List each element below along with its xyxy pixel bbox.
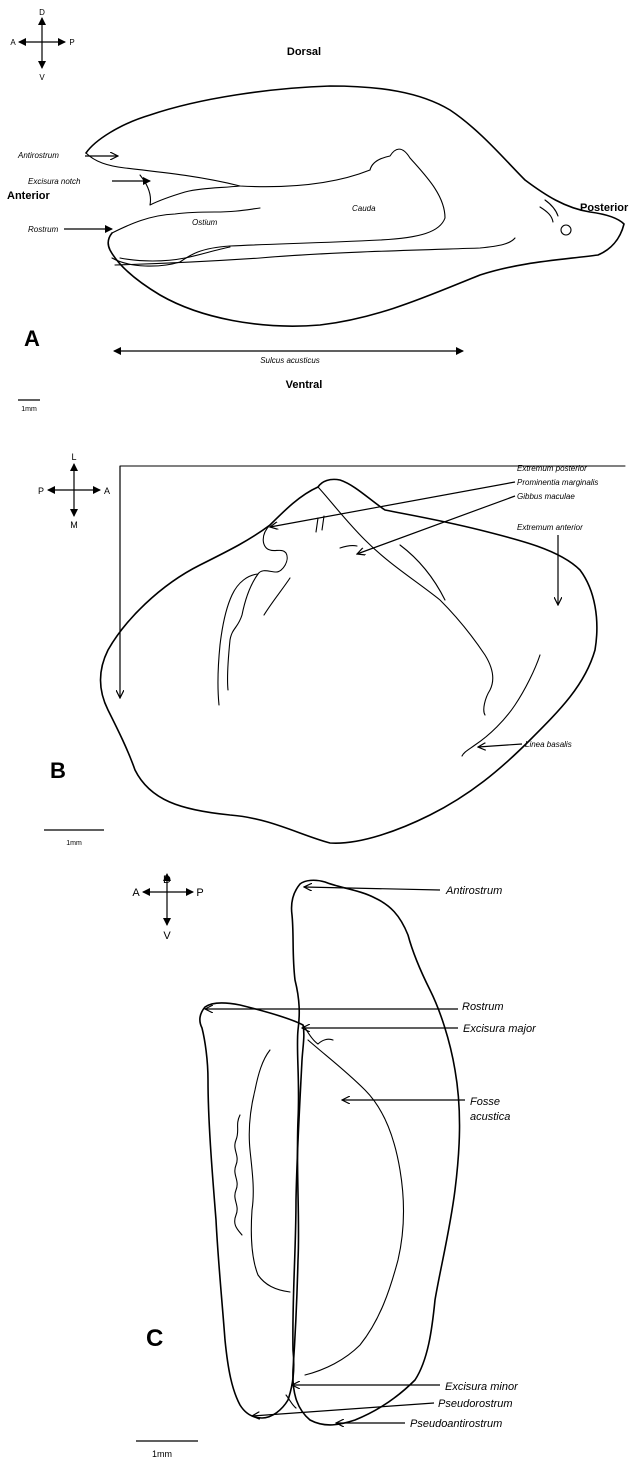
sulcus-label: Sulcus acusticus <box>260 356 320 365</box>
fosse-c-wavy <box>235 1115 242 1235</box>
compass-a: D V A P <box>10 8 74 82</box>
otolith-b-outline <box>101 479 597 843</box>
extremum-anterior-label: Extremum anterior <box>517 523 583 532</box>
ostium-label: Ostium <box>192 218 218 227</box>
excisura-major-label: Excisura major <box>463 1023 537 1035</box>
compass-a-left-label: A <box>10 38 16 47</box>
otolith-c-right-lobe <box>292 880 460 1425</box>
posterior-ridge <box>540 200 558 222</box>
prominentia-arrow <box>270 482 515 527</box>
pseudoantirostrum-label: Pseudoantirostrum <box>410 1418 502 1430</box>
sulcus-outline <box>112 149 445 266</box>
antirostrum-a-label: Antirostrum <box>17 151 59 160</box>
sulcus-b-right2 <box>400 545 445 600</box>
compass-b-down-label: M <box>70 520 78 530</box>
crista-line <box>112 208 260 233</box>
ventral-label: Ventral <box>286 379 323 391</box>
gibbus-mark <box>340 546 357 548</box>
anterior-label: Anterior <box>7 190 51 202</box>
gibbus-arrow <box>357 496 515 554</box>
scale-label-a: 1mm <box>21 406 37 413</box>
sulcus-b-left <box>228 525 288 690</box>
fosse-label-1: Fosse <box>470 1096 500 1108</box>
fosse-c-inner <box>249 1050 290 1292</box>
pseudorostrum-label: Pseudorostrum <box>438 1398 513 1410</box>
compass-a-down-label: V <box>39 73 45 82</box>
panel-a-letter: A <box>24 326 40 351</box>
excisura-minor-label: Excisura minor <box>445 1381 519 1393</box>
scale-label-b: 1mm <box>66 840 82 847</box>
panel-c: D V A P Antirostrum Rostrum Excisura maj… <box>132 874 537 1459</box>
prominentia-label: Prominentia marginalis <box>517 478 598 487</box>
sulcus-b-left3 <box>264 578 290 615</box>
gibbus-label: Gibbus maculae <box>517 492 575 501</box>
ventral-sulcus-line <box>115 238 515 265</box>
fosse-c-outline <box>305 1040 404 1375</box>
compass-c-left-label: A <box>132 887 140 899</box>
rostrum-a-label: Rostrum <box>28 225 59 234</box>
ostium-floor <box>120 247 230 261</box>
linea-basalis-label: Linea basalis <box>525 740 572 749</box>
panel-a: D V A P Dorsal Ventral Anterior Posterio… <box>7 8 629 413</box>
fosse-label-2: acustica <box>470 1111 510 1123</box>
compass-b: L M P A <box>38 452 110 530</box>
compass-c-down-label: V <box>163 930 171 942</box>
excisura-notch-label: Excisura notch <box>28 177 81 186</box>
panel-b: L M P A Extremum posterior Prominentia m… <box>38 452 625 847</box>
panel-b-letter: B <box>50 758 66 783</box>
linea-basalis-arrow <box>478 744 522 747</box>
posterior-pore <box>561 225 571 235</box>
compass-c-right-label: P <box>196 887 203 899</box>
panel-c-letter: C <box>146 1325 163 1352</box>
compass-b-left-label: P <box>38 486 44 496</box>
extremum-posterior-label: Extremum posterior <box>517 464 587 473</box>
dorsal-label: Dorsal <box>287 46 321 58</box>
compass-b-right-label: A <box>104 486 110 496</box>
antirostrum-c-arrow <box>304 887 440 890</box>
sulcus-b-left2 <box>218 574 258 705</box>
compass-b-up-label: L <box>71 452 76 462</box>
scale-label-c: 1mm <box>152 1449 172 1459</box>
compass-c-up-label: D <box>163 874 171 886</box>
rostrum-c-label: Rostrum <box>462 1001 504 1013</box>
antirostrum-c-label: Antirostrum <box>445 885 502 897</box>
compass-c: D V A P <box>132 874 203 942</box>
cauda-label: Cauda <box>352 204 376 213</box>
sulcus-b-right <box>318 487 493 715</box>
compass-a-up-label: D <box>39 8 45 17</box>
compass-a-right-label: P <box>69 38 74 47</box>
